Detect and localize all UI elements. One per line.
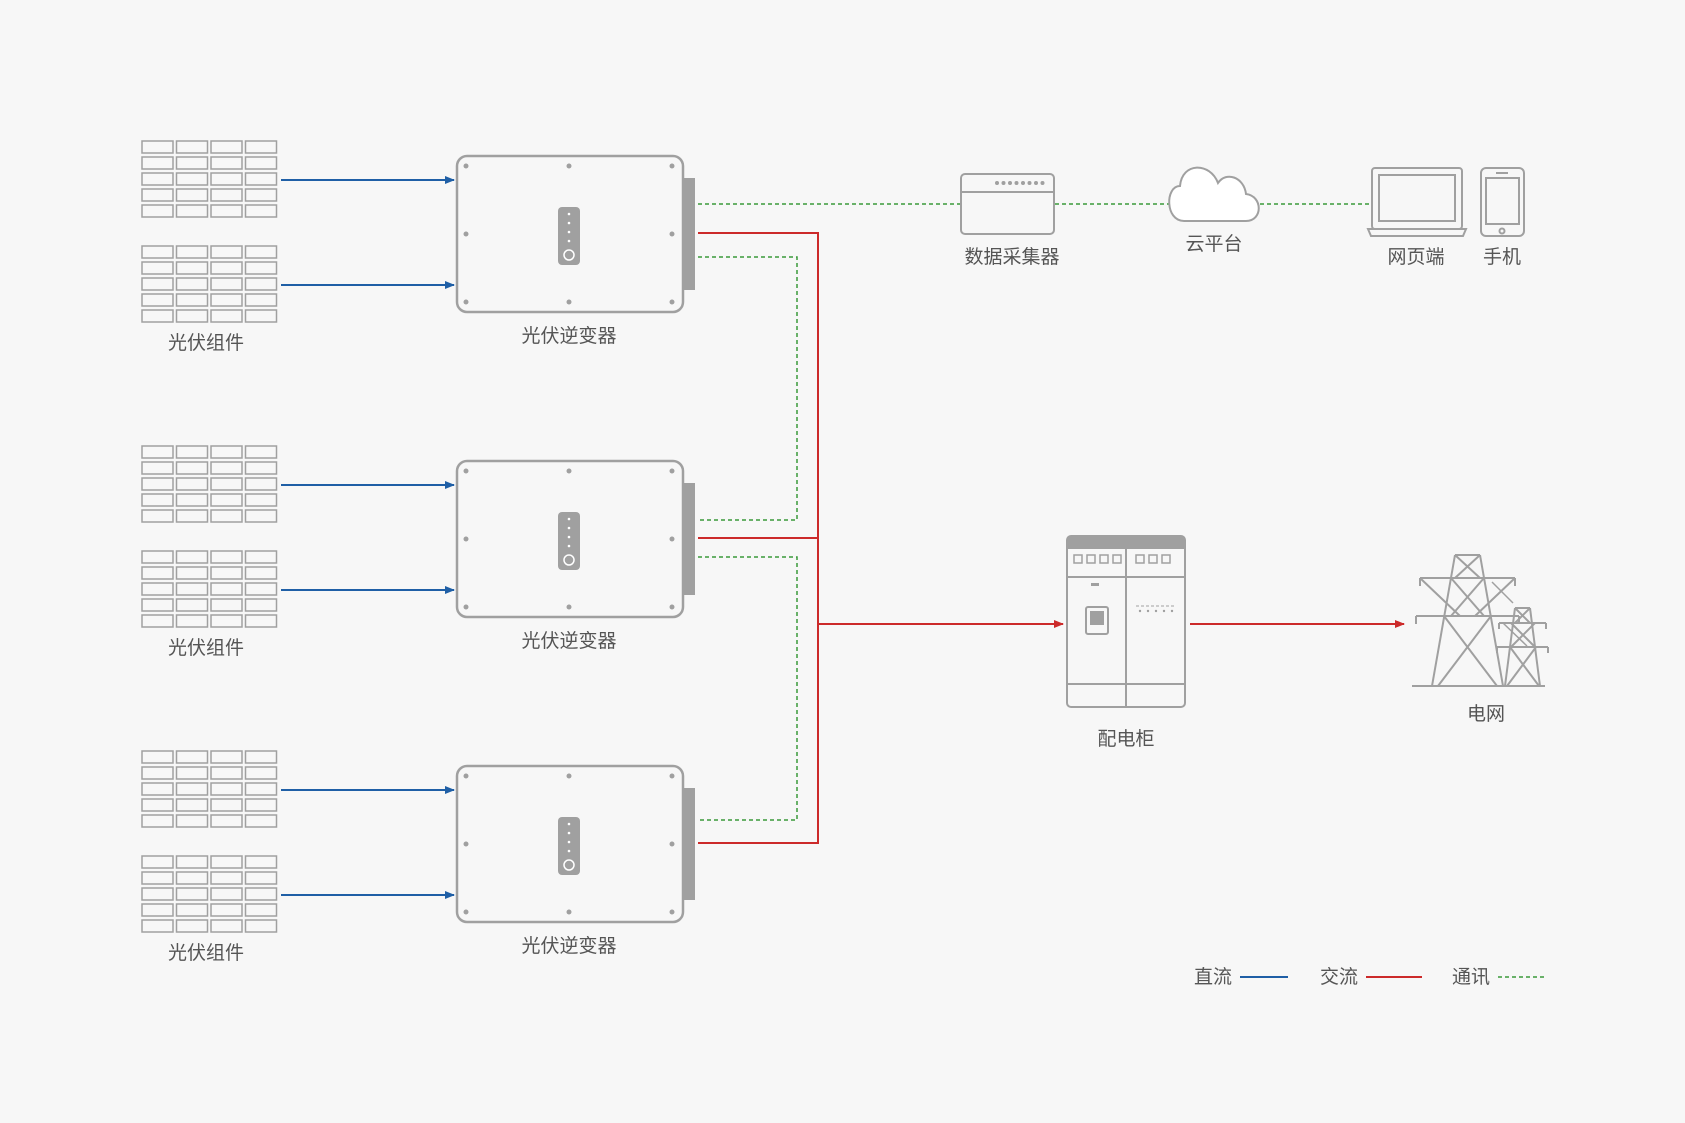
inverter-icon — [455, 154, 695, 314]
inverter-icon — [455, 459, 695, 619]
pv-module-label-3: 光伏组件 — [168, 942, 244, 964]
comm-line-inv2-inv3 — [698, 556, 798, 821]
cloud-icon — [1168, 166, 1260, 222]
phone-label: 手机 — [1483, 246, 1521, 268]
legend-comm-label: 通讯 — [1452, 966, 1490, 988]
phone-icon — [1480, 167, 1525, 237]
web-label: 网页端 — [1387, 246, 1444, 268]
inverter-icon — [455, 764, 695, 924]
pv-module-grid — [141, 855, 278, 933]
dc-lines — [281, 176, 455, 899]
pv-module-arrays — [141, 140, 278, 933]
inverter-label-3: 光伏逆变器 — [521, 935, 616, 957]
inverters — [455, 154, 695, 924]
pv-module-grid — [141, 445, 278, 523]
power-grid-towers-icon — [1412, 554, 1549, 687]
data-collector-icon — [960, 173, 1055, 235]
legend-dc-label: 直流 — [1194, 966, 1232, 988]
data-collector-label: 数据采集器 — [964, 246, 1059, 268]
grid-label: 电网 — [1467, 703, 1505, 725]
cloud-label: 云平台 — [1185, 233, 1242, 255]
distribution-cabinet-icon — [1066, 535, 1186, 708]
pv-module-grid — [141, 140, 278, 218]
legend-ac-label: 交流 — [1320, 966, 1358, 988]
ac-lines — [698, 232, 1405, 844]
legend: 直流 交流 通讯 — [1194, 966, 1546, 988]
pv-module-label-1: 光伏组件 — [168, 332, 244, 354]
cabinet-label: 配电柜 — [1097, 728, 1154, 750]
pv-module-grid — [141, 550, 278, 628]
inverter-label-1: 光伏逆变器 — [521, 325, 616, 347]
laptop-icon — [1366, 167, 1468, 237]
inverter-label-2: 光伏逆变器 — [521, 630, 616, 652]
pv-module-label-2: 光伏组件 — [168, 637, 244, 659]
comm-line-inv1-inv2 — [698, 256, 798, 521]
pv-module-grid — [141, 245, 278, 323]
pv-module-grid — [141, 750, 278, 828]
comm-lines — [698, 203, 1370, 821]
